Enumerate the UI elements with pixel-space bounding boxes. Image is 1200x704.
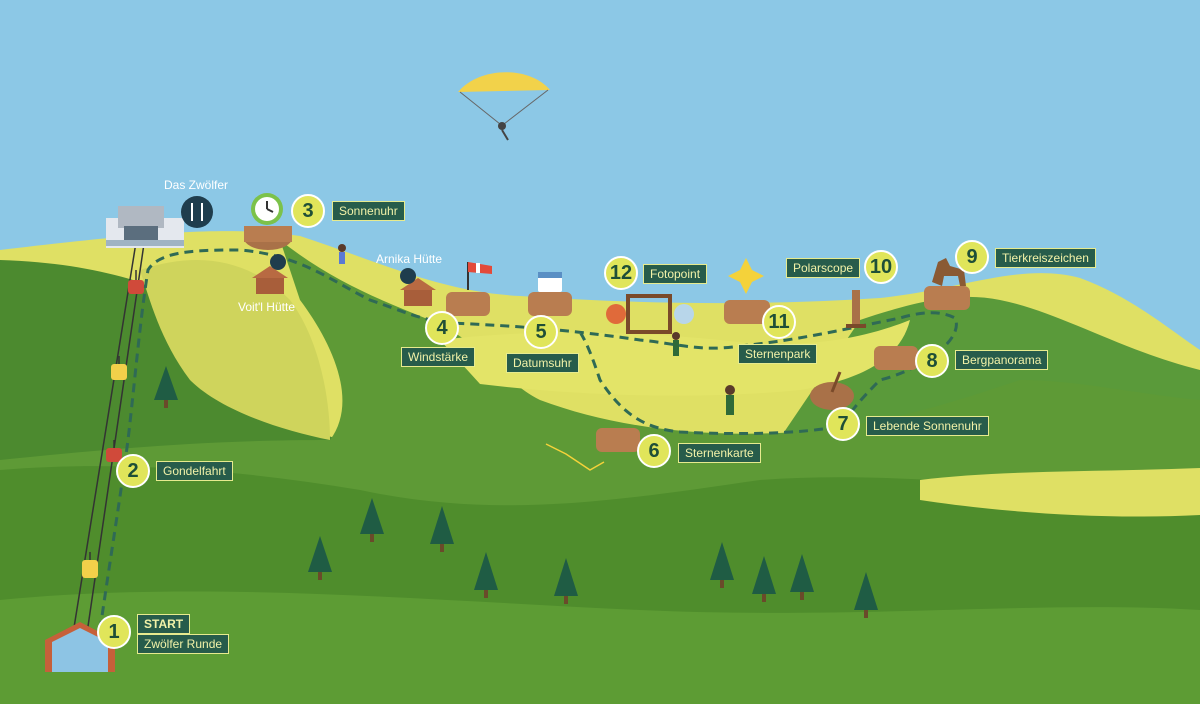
station-label-2[interactable]: Gondelfahrt (156, 461, 233, 481)
gondola-icon (128, 270, 144, 294)
tree-icon (430, 506, 454, 552)
hiking-trail (98, 248, 958, 631)
meadow-patch-right (920, 468, 1200, 517)
arnika-hut (400, 278, 436, 306)
tree-icon (474, 552, 498, 598)
hiker-icon (725, 385, 735, 415)
restaurant-icon (400, 268, 416, 284)
gondola-icon (106, 440, 122, 462)
tree-icon (752, 556, 776, 602)
meadow-patch-left (140, 260, 330, 440)
tree-icon (360, 498, 384, 542)
fence-bergpanorama (874, 346, 918, 370)
ibex-icon (932, 258, 966, 286)
fence-sonnenuhr (244, 226, 292, 250)
station-label-7[interactable]: Lebende Sonnenuhr (866, 416, 989, 436)
place-das-zwoelfer: Das Zwölfer (164, 178, 229, 192)
station-label-3[interactable]: Sonnenuhr (332, 201, 405, 221)
gondola-icon (111, 356, 127, 380)
photo-frame-icon (606, 294, 694, 334)
tree-icon (710, 542, 734, 588)
station-marker-1[interactable]: 1 (97, 615, 131, 649)
fence-sternenpark (724, 300, 770, 324)
fence-tierkreis (924, 286, 970, 310)
station-marker-7[interactable]: 7 (826, 407, 860, 441)
station-sublabel-start[interactable]: Zwölfer Runde (137, 634, 230, 654)
tree-icon (554, 558, 578, 604)
calendar-icon (538, 272, 562, 292)
tree-icon (790, 554, 814, 600)
station-label-10[interactable]: Polarscope (786, 258, 861, 278)
windsock-icon (467, 262, 492, 290)
station-marker-6[interactable]: 6 (637, 434, 671, 468)
station-marker-9[interactable]: 9 (955, 240, 989, 274)
foreground-dark (0, 591, 1200, 704)
place-voitl-huette: Voit'l Hütte (238, 300, 295, 314)
station-marker-5[interactable]: 5 (524, 315, 558, 349)
sundial-living (810, 371, 854, 410)
paraglider-icon (458, 72, 550, 141)
fence-datumsuhr (528, 292, 572, 316)
fence-windstaerke (446, 292, 490, 316)
station-marker-12[interactable]: 12 (604, 256, 638, 290)
station-marker-2[interactable]: 2 (116, 454, 150, 488)
station-marker-11[interactable]: 11 (762, 305, 796, 339)
station-label-6[interactable]: Sternenkarte (678, 443, 761, 463)
clock-icon (251, 193, 283, 225)
constellation-icon (545, 443, 605, 471)
gondola-icon (82, 552, 98, 578)
station-marker-10[interactable]: 10 (864, 250, 898, 284)
tree-icon (308, 536, 332, 580)
tree-icon (854, 572, 878, 618)
station-marker-3[interactable]: 3 (291, 194, 325, 228)
fence-sternenkarte (596, 428, 640, 452)
sparkle-icon (728, 258, 764, 294)
station-label-5[interactable]: Datumsuhr (506, 353, 579, 373)
station-label-4[interactable]: Windstärke (401, 347, 476, 367)
station-marker-4[interactable]: 4 (425, 311, 459, 345)
station-label-8[interactable]: Bergpanorama (955, 350, 1049, 370)
station-label-11[interactable]: Sternenpark (738, 344, 818, 364)
meadow-patch-center (440, 320, 910, 396)
station-label-9[interactable]: Tierkreiszeichen (995, 248, 1096, 268)
station-label-start[interactable]: START (137, 614, 191, 634)
voitl-hut (252, 266, 288, 294)
hiker-icon (338, 244, 346, 264)
telescope-icon (846, 290, 866, 328)
hiker-icon (672, 332, 680, 356)
station-label-12[interactable]: Fotopoint (643, 264, 708, 284)
summit-station (106, 206, 184, 248)
restaurant-icon (270, 254, 286, 270)
restaurant-icon (181, 196, 213, 228)
tree-icon (154, 366, 178, 408)
place-arnika-huette: Arnika Hütte (376, 252, 443, 266)
station-marker-8[interactable]: 8 (915, 344, 949, 378)
